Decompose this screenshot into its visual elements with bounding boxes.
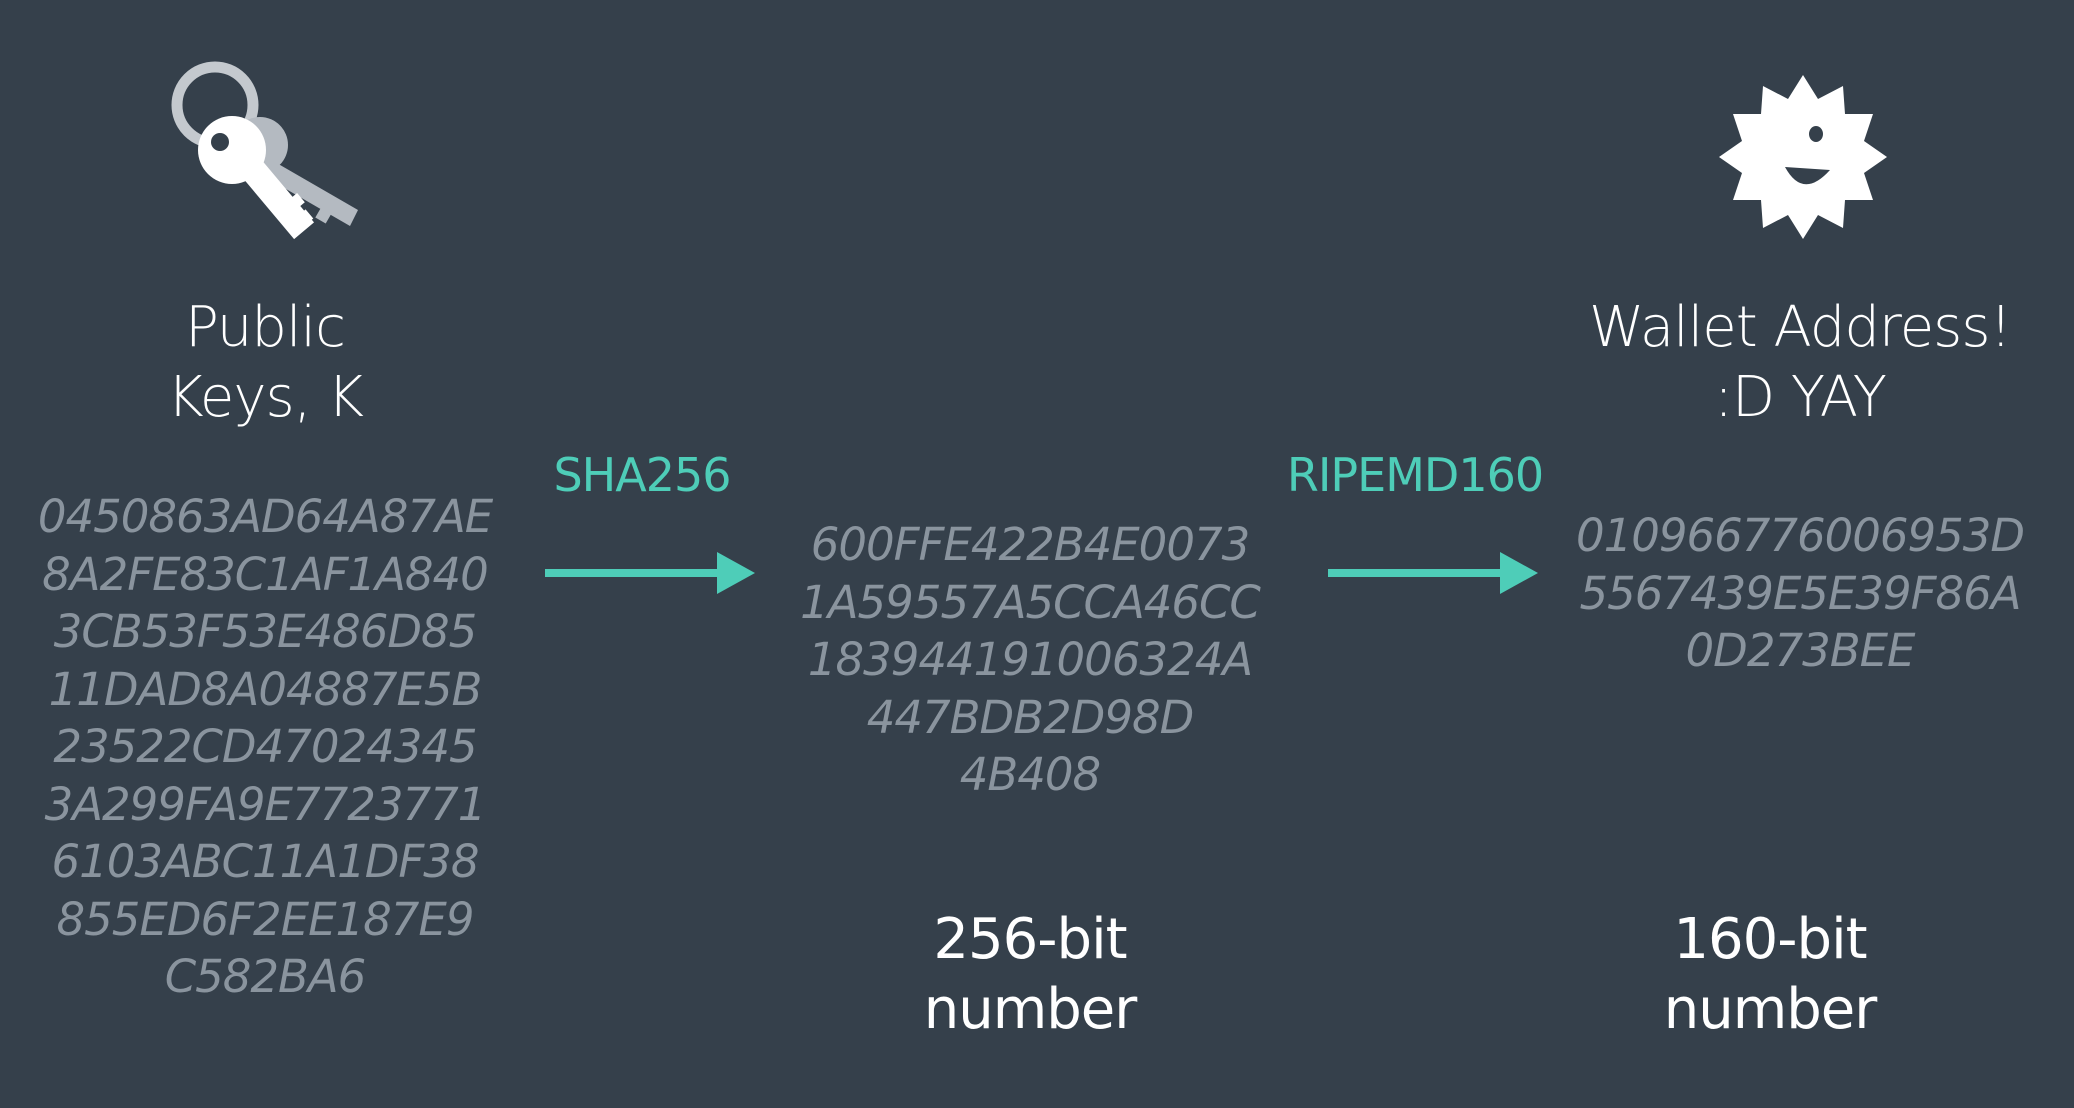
keys-icon: [171, 61, 358, 240]
sha256-label: SHA256: [553, 448, 731, 502]
public-key-hex-line: 0450863AD64A87AE: [37, 490, 493, 543]
wallet-hex-line: 5567439E5E39F86A: [1579, 566, 2021, 620]
wallet-title-line1: Wallet Address!: [1589, 295, 2012, 360]
public-key-hex-line: 3CB53F53E486D85: [53, 605, 478, 658]
ripemd160-arrow: [1328, 552, 1538, 594]
public-key-title-line1: Public: [185, 295, 346, 360]
public-key-hex-line: 8A2FE83C1AF1A840: [42, 547, 489, 601]
wallet-address-hex: 010966776006953D 5567439E5E39F86A 0D273B…: [1565, 507, 2035, 680]
wallet-caption: 160-bit number: [1620, 905, 1920, 1045]
public-key-hex: 0450863AD64A87AE 8A2FE83C1AF1A840 3CB53F…: [30, 488, 500, 1006]
hash256-caption-line1: 256-bit: [933, 907, 1127, 972]
hash256-caption: 256-bit number: [880, 905, 1180, 1045]
hash256-hex-line: 447BDB2D98D: [866, 690, 1194, 744]
public-key-hex-line: 11DAD8A04887E5B: [48, 662, 483, 716]
hash256-hex-line: 4B408: [959, 748, 1101, 801]
public-key-hex-line: C582BA6: [164, 950, 367, 1003]
hash256-hex-line: 183944191006324A: [807, 633, 1253, 686]
wallet-caption-line1: 160-bit: [1673, 907, 1867, 972]
public-key-hex-line: 855ED6F2EE187E9: [56, 892, 475, 946]
smiley-sun-icon: [1719, 75, 1887, 239]
hash256-hex: 600FFE422B4E0073 1A59557A5CCA46CC 183944…: [800, 516, 1261, 804]
hash256-hex-line: 600FFE422B4E0073: [810, 518, 1250, 571]
wallet-address-title: Wallet Address! :D YAY: [1560, 293, 2040, 433]
wallet-hex-line: 010966776006953D: [1575, 509, 2025, 562]
hash256-hex-line: 1A59557A5CCA46CC: [800, 575, 1261, 629]
hash256-caption-line2: number: [923, 977, 1138, 1042]
ripemd160-label: RIPEMD160: [1286, 448, 1544, 502]
wallet-caption-line2: number: [1663, 977, 1878, 1042]
public-key-hex-line: 23522CD47024345: [53, 720, 477, 773]
public-key-hex-line: 6103ABC11A1DF38: [51, 835, 479, 888]
public-key-title-line2: Keys, K: [166, 365, 364, 430]
sha256-arrow: [545, 552, 755, 594]
public-key-title: Public Keys, K: [115, 293, 415, 433]
public-key-hex-line: 3A299FA9E7723771: [44, 777, 487, 831]
wallet-title-line2: :D YAY: [1714, 365, 1887, 430]
wallet-hex-line: 0D273BEE: [1685, 624, 1916, 677]
